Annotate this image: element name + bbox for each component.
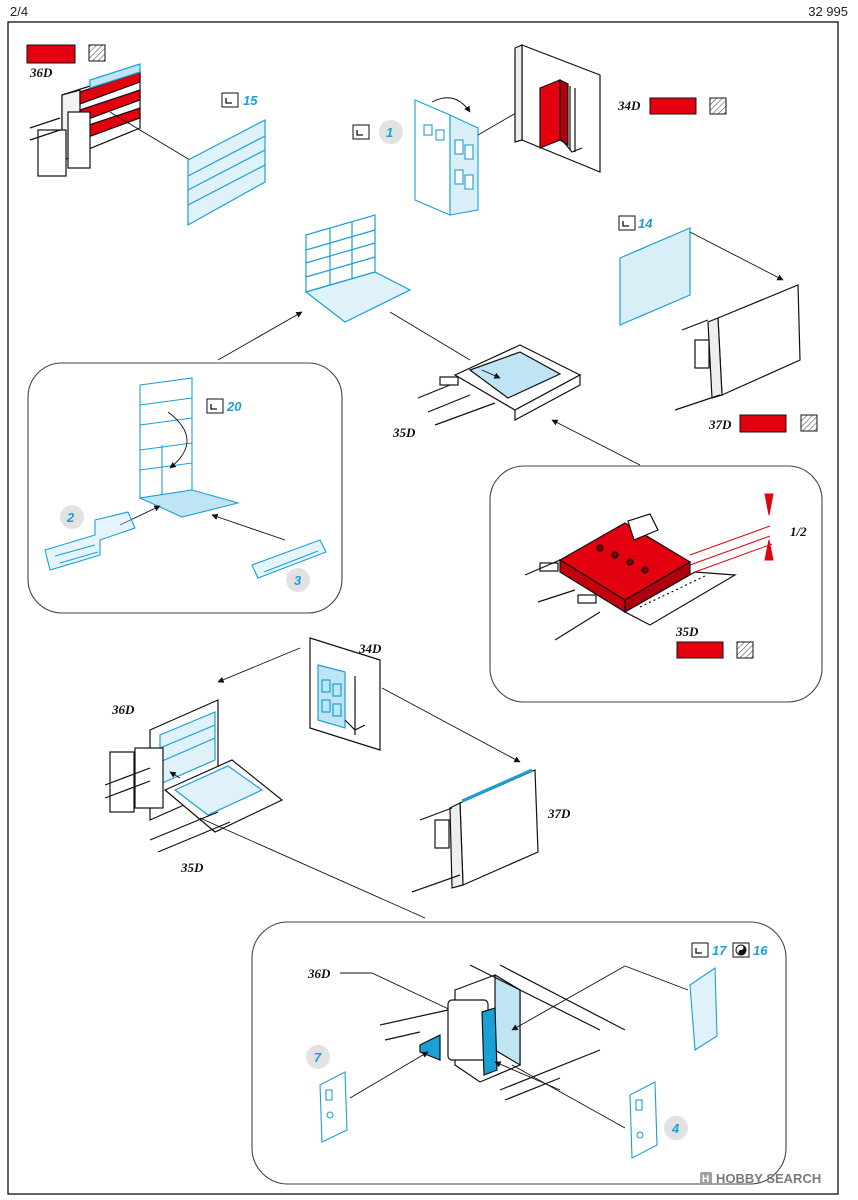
pe-label-2: 2 xyxy=(66,510,75,525)
leader-line xyxy=(689,231,784,281)
panel-37d-pe-drawing xyxy=(411,768,539,893)
floor-35d-red-drawing xyxy=(524,513,737,641)
part-label-37d: 37D xyxy=(708,417,732,432)
leader-line xyxy=(371,972,456,1013)
bend-icon xyxy=(691,942,709,958)
callout-bottom: 36D 17 16 xyxy=(251,921,787,1185)
pe-label-15: 15 xyxy=(243,93,258,108)
panel-37d-drawing xyxy=(674,284,801,411)
part-label-35d: 35D xyxy=(675,624,699,639)
leader-line xyxy=(217,311,303,361)
pe-label-16: 16 xyxy=(753,943,768,958)
step-top-left: 36D 15 xyxy=(26,44,266,227)
paint-swatch-icon xyxy=(800,414,818,432)
step-bottom-assembly: 34D 36D 35D 37D xyxy=(104,637,571,919)
pe-part-15-drawing xyxy=(187,119,266,227)
watermark-text: HOBBY SEARCH xyxy=(716,1171,821,1186)
page-frame xyxy=(7,21,839,1195)
paint-swatch-icon xyxy=(709,97,727,115)
step-top-center: 1 34D xyxy=(352,44,727,216)
part-label-35d: 35D xyxy=(180,860,204,875)
part-label-37d: 37D xyxy=(547,806,571,821)
bend-icon xyxy=(221,92,239,108)
part-label-34d: 34D xyxy=(617,98,641,113)
pe-label-3: 3 xyxy=(294,573,302,588)
watermark-logo-icon xyxy=(700,1172,712,1184)
number-disc xyxy=(60,505,84,529)
leader-line xyxy=(109,111,191,161)
number-disc xyxy=(664,1116,688,1140)
number-disc xyxy=(286,568,310,592)
part-label-35d: 35D xyxy=(392,425,416,440)
page-number: 2/4 xyxy=(10,4,29,19)
bend-icon xyxy=(206,398,224,414)
paint-swatch-icon xyxy=(88,44,106,62)
pe-label-1: 1 xyxy=(386,125,393,140)
pe-label-4: 4 xyxy=(671,1121,680,1136)
part-label-34d: 34D xyxy=(358,641,382,656)
fold-arrow xyxy=(167,411,188,469)
bend-icon xyxy=(618,215,636,231)
number-disc xyxy=(379,120,403,144)
callout-right: 1/2 35D xyxy=(489,465,823,703)
bend-icon xyxy=(352,124,370,140)
arrow-icon xyxy=(119,505,161,526)
watermark-logo-letter: H xyxy=(702,1174,709,1185)
box-36d-drawing xyxy=(379,964,626,1101)
yin-yang-icon xyxy=(732,942,750,958)
pe-part-4-drawing xyxy=(629,1081,658,1159)
hull-assembly-drawing xyxy=(104,699,284,853)
pe-part-3-drawing xyxy=(251,539,327,579)
pe-label-14: 14 xyxy=(638,216,653,231)
paint-swatch-red xyxy=(739,414,787,433)
pe-subassembly-drawing xyxy=(304,214,412,323)
panel-36d-drawing xyxy=(29,63,141,177)
paint-swatch-red xyxy=(676,641,724,659)
paint-swatch-red xyxy=(26,44,76,64)
pe-label-20: 20 xyxy=(226,399,242,414)
part-label-36d: 36D xyxy=(29,65,53,80)
floor-35d-drawing xyxy=(417,344,582,426)
pe-label-17: 17 xyxy=(712,943,727,958)
pe-part-20-drawing xyxy=(138,377,241,518)
leader-line xyxy=(217,647,301,683)
pe-part-17-drawing xyxy=(689,966,718,1051)
watermark: H HOBBY SEARCH xyxy=(700,1171,821,1186)
pe-part-7-drawing xyxy=(319,1071,348,1143)
leader-line xyxy=(551,419,641,466)
ratio-label: 1/2 xyxy=(790,524,807,539)
pe-part-1-drawing xyxy=(414,99,479,216)
product-code: 32 995 xyxy=(808,4,848,19)
step-center: 35D xyxy=(217,214,641,466)
paint-swatch-icon xyxy=(736,641,754,659)
arrow-icon xyxy=(349,1051,429,1099)
part-label-36d: 36D xyxy=(111,702,135,717)
fold-arrow xyxy=(431,97,471,113)
leader-line xyxy=(199,817,426,919)
arrow-icon xyxy=(169,771,181,779)
step-right: 14 37D xyxy=(618,215,818,433)
part-label-36d: 36D xyxy=(307,966,331,981)
arrow-icon xyxy=(211,513,286,541)
leader-line xyxy=(381,687,521,763)
leader-line xyxy=(389,311,471,361)
pe-part-14-drawing xyxy=(619,227,691,326)
arrow-icon xyxy=(511,965,626,1031)
leader-line xyxy=(624,965,689,991)
leader-line xyxy=(511,1064,626,1129)
callout-left: 20 2 3 xyxy=(27,362,343,614)
pe-part-2-drawing xyxy=(44,511,136,571)
paint-swatch-red xyxy=(649,97,697,115)
arrow-icon xyxy=(494,1061,561,1091)
section-marker xyxy=(689,493,774,573)
panel-34d-drawing xyxy=(514,44,601,173)
panel-34d-pe-drawing xyxy=(309,637,381,751)
number-disc xyxy=(306,1045,330,1069)
pe-label-7: 7 xyxy=(314,1050,322,1065)
arrow-icon xyxy=(481,369,501,379)
